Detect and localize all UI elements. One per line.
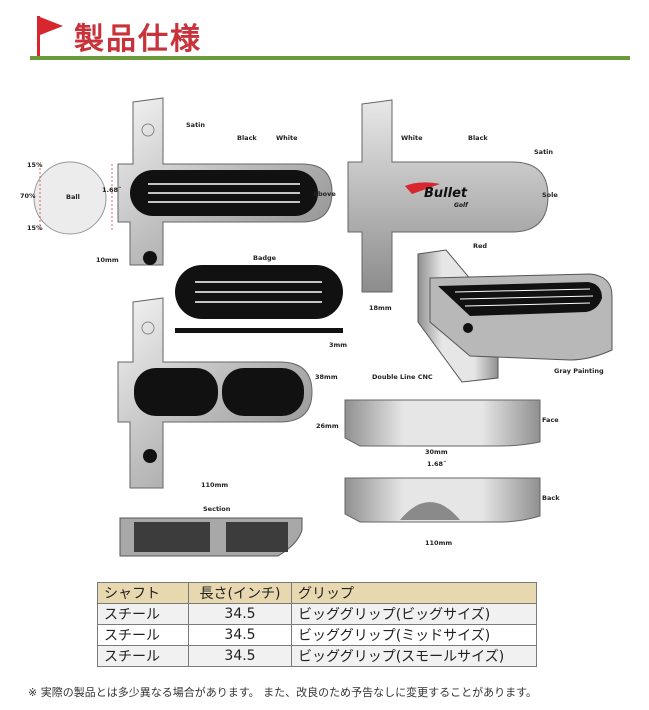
spec-table: シャフト 長さ(インチ) グリップ スチール 34.5 ビッググリップ(ビッグサ… xyxy=(97,582,537,667)
putter-sole-view: Bullet Golf xyxy=(347,99,549,293)
label-red: Red xyxy=(473,242,487,250)
label-white: White xyxy=(276,134,298,142)
cell-grip: ビッググリップ(スモールサイズ) xyxy=(291,645,537,667)
label-ball: Ball xyxy=(66,193,80,201)
label-ball-size: 1.68˝ xyxy=(102,185,122,194)
label-110mm-b: 110mm xyxy=(425,539,452,547)
header-shaft: シャフト xyxy=(97,582,189,604)
putter-3d-view xyxy=(417,249,613,383)
label-back: Back xyxy=(542,494,560,502)
label-black: Black xyxy=(237,134,257,142)
putter-top-view xyxy=(117,97,333,266)
header: 製品仕様 xyxy=(0,0,649,64)
table-row: スチール 34.5 ビッググリップ(スモールサイズ) xyxy=(97,645,537,667)
label-black-right: Black xyxy=(468,134,488,142)
cell-shaft: スチール xyxy=(97,624,189,646)
label-pct-bottom: 15% xyxy=(27,224,43,232)
label-3mm: 3mm xyxy=(329,341,347,349)
label-gray-painting: Gray Painting xyxy=(554,367,604,375)
putter-cavity-view xyxy=(117,297,313,489)
header-grip: グリップ xyxy=(291,582,537,604)
logo-bullet: Bullet xyxy=(424,186,468,201)
cell-grip: ビッググリップ(ミッドサイズ) xyxy=(291,624,537,646)
logo-golf: Golf xyxy=(454,202,469,209)
label-38mm: 38mm xyxy=(315,373,338,381)
label-168: 1.68˝ xyxy=(427,459,447,468)
label-10mm: 10mm xyxy=(96,256,119,264)
label-sole: Sole xyxy=(542,191,558,199)
label-pct-mid: 70% xyxy=(20,192,36,200)
cell-shaft: スチール xyxy=(97,603,189,625)
title-underline xyxy=(30,56,630,60)
table-row: スチール 34.5 ビッググリップ(ミッドサイズ) xyxy=(97,624,537,646)
label-badge: Badge xyxy=(253,254,277,262)
header-length: 長さ(インチ) xyxy=(188,582,292,604)
flag-icon xyxy=(37,16,63,56)
label-face: Face xyxy=(542,416,559,424)
cell-length: 34.5 xyxy=(188,645,292,667)
cell-length: 34.5 xyxy=(188,603,292,625)
label-26mm: 26mm xyxy=(316,422,339,430)
cell-length: 34.5 xyxy=(188,624,292,646)
face-view xyxy=(344,399,541,447)
label-white-right: White xyxy=(401,134,423,142)
label-double-line-cnc: Double Line CNC xyxy=(372,373,433,381)
label-pct-top: 15% xyxy=(27,161,43,169)
table-row: スチール 34.5 ビッググリップ(ビッグサイズ) xyxy=(97,603,537,625)
product-diagram: Satin Black White Above Ball 1.68˝ 15% 7… xyxy=(20,97,613,557)
back-view xyxy=(344,477,541,523)
label-satin: Satin xyxy=(186,121,205,129)
cell-shaft: スチール xyxy=(97,645,189,667)
label-above: Above xyxy=(313,190,336,198)
page-title: 製品仕様 xyxy=(74,22,202,57)
disclaimer-note: ※ 実際の製品とは多少異なる場合があります。 また、改良のため予告なしに変更する… xyxy=(28,686,538,699)
label-satin-right: Satin xyxy=(534,148,553,156)
label-110mm-a: 110mm xyxy=(201,481,228,489)
label-section: Section xyxy=(203,505,231,513)
label-18mm: 18mm xyxy=(369,304,392,312)
label-30mm: 30mm xyxy=(425,448,448,456)
cell-grip: ビッググリップ(ビッグサイズ) xyxy=(291,603,537,625)
ball-diagram xyxy=(33,161,107,235)
